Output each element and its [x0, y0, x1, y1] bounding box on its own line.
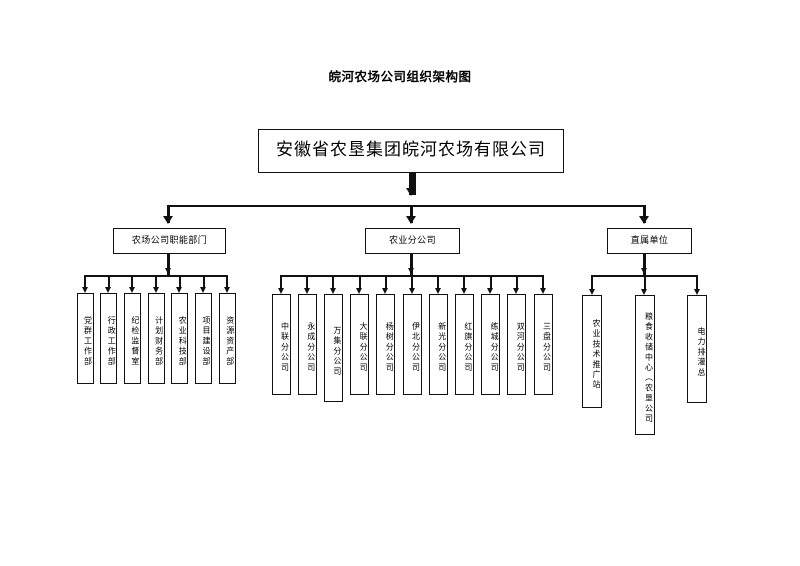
arrow-drop-direct-unit-0	[588, 289, 595, 295]
arrow-drop-department-4	[176, 287, 183, 293]
arrow-drop-branch-3	[356, 288, 363, 294]
arrow-drop-department-1	[105, 287, 112, 293]
arrow-drop-branch-5	[408, 288, 415, 294]
connector-agri-stem	[410, 254, 413, 276]
org-node-branch-0[interactable]: 中联分公司	[271, 294, 291, 395]
org-node-department-5[interactable]: 项目建设部	[195, 293, 212, 384]
connector-drop-department-2	[131, 275, 134, 288]
connector-drop-branch-0	[280, 275, 282, 289]
org-node-direct-unit-1[interactable]: 粮食收储中心（农垦公司	[634, 295, 655, 435]
arrow-drop-department-0	[81, 287, 88, 293]
org-node-department-1[interactable]: 行政工作部	[100, 293, 118, 384]
connector-drop-direct-unit-0	[591, 275, 593, 290]
connector-drop-branch-8	[489, 275, 492, 289]
org-node-branch-1[interactable]: 永成分公司	[297, 294, 317, 395]
connector-drop-department-1	[107, 275, 110, 288]
org-node-branch-7[interactable]: 红旗分公司	[454, 294, 474, 395]
org-node-branch-4[interactable]: 杨树分公司	[376, 294, 396, 395]
arrow-root-stem	[406, 188, 416, 196]
org-node-department-2[interactable]: 纪检监督室	[123, 293, 141, 384]
arrow-drop-branch-1	[303, 288, 310, 294]
org-node-functional-departments[interactable]: 农场公司职能部门	[113, 228, 226, 254]
connector-drop-department-6	[226, 275, 229, 288]
connector-drop-branch-2	[332, 275, 335, 289]
connector-drop-branch-1	[306, 275, 309, 289]
connector-drop-branch-10	[542, 275, 544, 289]
connector-functional-stem	[167, 254, 170, 276]
connector-root-stem	[409, 173, 416, 195]
connector-drop-branch-6	[437, 275, 440, 289]
arrow-drop-agri	[406, 216, 416, 224]
arrow-drop-department-3	[152, 287, 159, 293]
org-node-department-4[interactable]: 农业科技部	[171, 293, 189, 384]
connector-drop-direct	[643, 205, 646, 223]
org-node-department-3[interactable]: 计划财务部	[147, 293, 165, 384]
org-node-branch-9[interactable]: 双河分公司	[507, 294, 527, 395]
arrow-drop-branch-7	[460, 288, 467, 294]
arrow-drop-functional	[163, 216, 173, 224]
arrow-drop-branch-8	[487, 288, 494, 294]
connector-drop-department-5	[202, 275, 205, 288]
page-title: 皖河农场公司组织架构图	[328, 69, 472, 84]
org-node-branch-10[interactable]: 三盘分公司	[533, 294, 553, 395]
org-node-branch-5[interactable]: 伊北分公司	[402, 294, 422, 395]
arrow-drop-branch-6	[434, 288, 441, 294]
connector-drop-branch-5	[411, 275, 413, 289]
arrow-drop-direct-unit-2	[693, 289, 700, 295]
arrow-drop-branch-2	[329, 288, 336, 294]
arrow-drop-direct-unit-1	[641, 289, 647, 295]
arrow-drop-branch-0	[277, 288, 284, 294]
connector-level2-bus	[168, 205, 644, 207]
arrow-drop-branch-9	[513, 288, 520, 294]
connector-drop-branch-9	[515, 275, 518, 289]
connector-drop-branch-7	[463, 275, 466, 289]
connector-drop-direct-unit-1	[643, 275, 646, 290]
connector-drop-functional	[167, 205, 170, 223]
connector-drop-branch-3	[358, 275, 361, 289]
connector-drop-agri	[410, 205, 413, 223]
connector-drop-department-0	[84, 275, 86, 288]
arrow-drop-direct	[639, 216, 649, 224]
arrow-drop-department-6	[223, 287, 230, 293]
org-node-direct-units[interactable]: 直属单位	[607, 228, 692, 254]
connector-drop-department-4	[178, 275, 181, 288]
org-node-agricultural-branches[interactable]: 农业分公司	[365, 228, 460, 254]
arrow-direct-stem	[641, 268, 647, 274]
org-node-branch-3[interactable]: 大联分公司	[350, 294, 370, 395]
connector-drop-branch-4	[384, 275, 387, 289]
connector-drop-department-3	[155, 275, 158, 288]
arrow-functional-stem	[165, 268, 171, 274]
org-node-branch-2[interactable]: 万集分公司	[323, 294, 343, 402]
arrow-drop-department-2	[128, 287, 135, 293]
org-node-direct-unit-2[interactable]: 电力排灌总	[687, 295, 707, 403]
org-node-department-0[interactable]: 党群工作部	[76, 293, 94, 384]
org-node-root[interactable]: 安徽省农垦集团皖河农场有限公司	[258, 129, 564, 173]
connector-drop-direct-unit-2	[696, 275, 698, 290]
arrow-drop-branch-10	[539, 288, 546, 294]
org-node-branch-6[interactable]: 新光分公司	[428, 294, 448, 395]
org-node-direct-unit-0[interactable]: 农业技术推广站	[582, 295, 602, 408]
arrow-drop-department-5	[200, 287, 206, 293]
org-node-branch-8[interactable]: 练城分公司	[481, 294, 501, 395]
connector-direct-stem	[643, 254, 646, 276]
arrow-drop-branch-4	[382, 288, 389, 294]
arrow-agri-stem	[408, 268, 414, 274]
org-node-department-6[interactable]: 资源资产部	[218, 293, 236, 384]
